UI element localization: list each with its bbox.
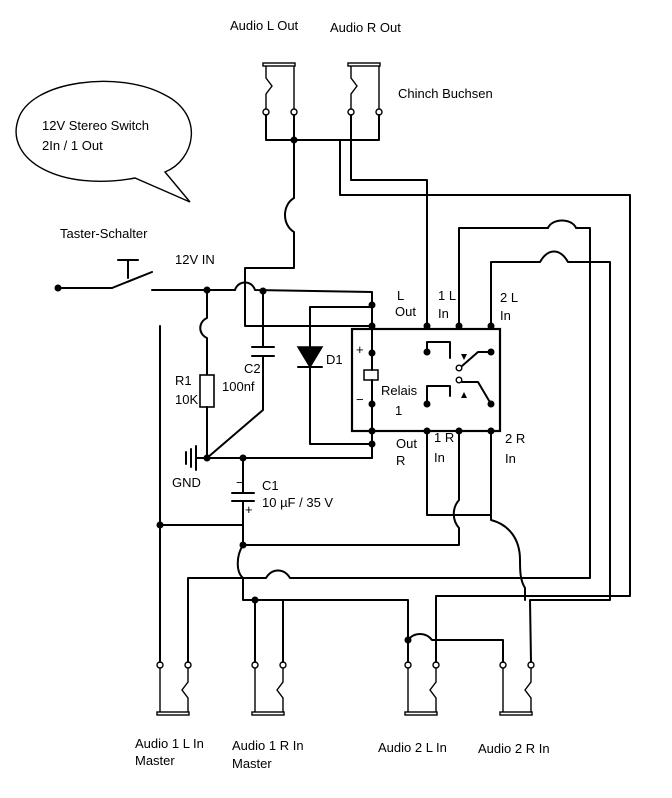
label-taster: Taster-Schalter [60,226,148,241]
bubble-line-1: 12V Stereo Switch [42,118,149,133]
label-c2-value: 100nf [222,379,255,394]
label-1r-in-1: 1 R [434,430,454,445]
label-r1: R1 [175,373,192,388]
label-out-r-1: Out [396,436,417,451]
wire-1l-in [187,219,591,663]
diode-d1 [296,346,324,369]
label-relais-number: 1 [395,403,402,418]
wire-2r-in [490,430,526,601]
label-c1: C1 [262,478,279,493]
label-relay-plus: + [356,342,364,357]
jack-audio-r-out [347,62,383,116]
label-audio-1-r-master: Master [232,756,272,771]
label-d1: D1 [326,352,343,367]
label-audio-r-out: Audio R Out [330,20,401,35]
label-out-r-2: R [396,453,405,468]
label-c1-value: 10 µF / 35 V [262,495,333,510]
push-button-switch [54,259,236,292]
ground-symbol [185,443,373,471]
label-audio-1-r-in: Audio 1 R In [232,738,304,753]
label-audio-2-l-in: Audio 2 L In [378,740,447,755]
label-1l-in-2: In [438,306,449,321]
capacitor-c2 [251,346,275,357]
label-l-out-1: L [397,288,404,303]
label-1r-in-2: In [434,450,445,465]
resistor-r1 [199,374,215,408]
wire-12v-rail [234,281,373,306]
label-audio-1-l-master: Master [135,753,175,768]
label-audio-2-r-in: Audio 2 R In [478,741,550,756]
label-12v-in: 12V IN [175,252,215,267]
speech-bubble: 12V Stereo Switch 2In / 1 Out [15,80,192,203]
wire-l-out [244,114,373,327]
label-c2: C2 [244,361,261,376]
wire-1r-in [236,430,460,663]
jack-audio-2-l-in [404,661,440,716]
jack-audio-2-r-in [499,661,535,716]
label-audio-l-out: Audio L Out [230,18,299,33]
label-1l-in-1: 1 L [438,288,456,303]
wire-r-out-to-relay [350,114,428,327]
label-2l-in-1: 2 L [500,290,518,305]
label-chinch: Chinch Buchsen [398,86,493,101]
jack-audio-1-r-in [251,661,287,716]
label-2r-in-2: In [505,451,516,466]
label-audio-1-l-in: Audio 1 L In [135,736,204,751]
jack-audio-l-out [262,62,298,116]
label-relay-minus: − [356,392,364,407]
label-l-out-2: Out [395,304,416,319]
label-2l-in-2: In [500,308,511,323]
wire-2l-in [490,250,611,663]
label-r1-value: 10K [175,392,198,407]
label-c1-minus: − [236,475,244,490]
label-gnd: GND [172,475,201,490]
jack-audio-1-l-in [156,661,192,716]
relay-1 [350,301,502,448]
label-2r-in-1: 2 R [505,431,525,446]
bubble-line-2: 2In / 1 Out [42,138,103,153]
label-relais: Relais [381,383,418,398]
label-c1-plus: + [245,502,253,517]
